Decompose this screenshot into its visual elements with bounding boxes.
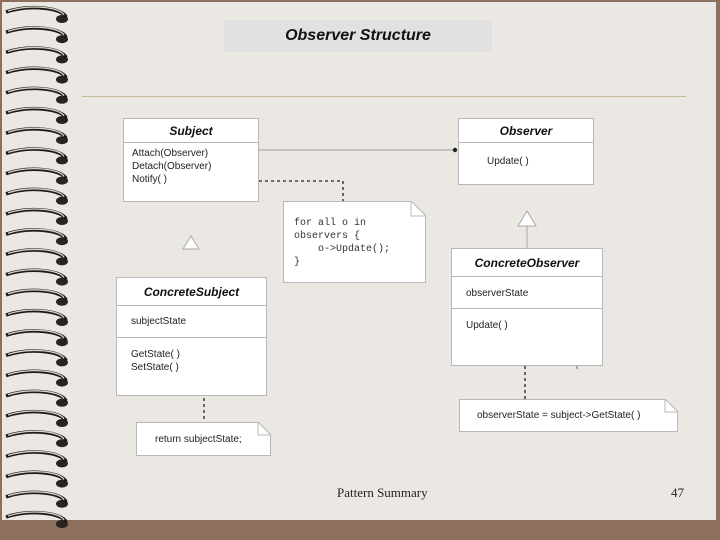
concrete-observer-class-name: ConcreteObserver xyxy=(452,249,602,277)
spiral-ring xyxy=(5,308,68,326)
update-code: observerState = subject->GetState( ) xyxy=(477,410,641,421)
getstate-code-note: return subjectState; xyxy=(136,422,271,456)
getstate-code: return subjectState; xyxy=(155,434,242,445)
operation: Update( ) xyxy=(487,156,529,167)
code-line: o->Update(); xyxy=(294,244,391,255)
operation: Update( ) xyxy=(466,320,508,331)
spiral-ring xyxy=(5,86,68,104)
note-fold xyxy=(664,399,678,413)
spiral-ring xyxy=(5,248,68,266)
concrete-observer-attributes: observerState xyxy=(452,277,602,309)
spiral-ring xyxy=(5,369,68,387)
update-code-note: observerState = subject->GetState( ) xyxy=(459,399,678,432)
subject-class: Subject Attach(Observer) Detach(Observer… xyxy=(123,118,259,202)
spiral-ring xyxy=(5,490,68,508)
spiral-ring xyxy=(5,268,68,286)
spiral-ring xyxy=(5,510,68,528)
note-fold xyxy=(410,201,426,217)
title-rule xyxy=(82,96,686,97)
observer-class-name: Observer xyxy=(459,119,593,143)
concrete-observer-class: ConcreteObserver observerState Update( ) xyxy=(451,248,603,366)
concrete-subject-class: ConcreteSubject subjectState GetState( )… xyxy=(116,277,267,396)
spiral-ring xyxy=(5,187,68,205)
code-line: observers { xyxy=(294,231,361,242)
observer-inheritance-arrow xyxy=(517,210,537,227)
subject-inheritance-arrow xyxy=(182,235,200,250)
concrete-subject-operations: GetState( ) SetState( ) xyxy=(117,338,266,377)
spiral-ring xyxy=(5,389,68,407)
spiral-ring xyxy=(5,329,68,347)
notify-code-note: for all o in observers { o->Update();} xyxy=(283,201,426,283)
note-fold xyxy=(257,422,271,436)
notify-code: for all o in observers { o->Update();} xyxy=(294,217,390,269)
spiral-ring xyxy=(5,147,68,165)
concrete-subject-class-name: ConcreteSubject xyxy=(117,278,266,306)
spiral-ring xyxy=(5,228,68,246)
spiral-ring xyxy=(5,106,68,124)
footer-text: Pattern Summary xyxy=(337,485,428,500)
code-line: for all o in xyxy=(294,218,367,229)
attribute: subjectState xyxy=(131,316,187,327)
spiral-ring xyxy=(5,470,68,488)
spiral-ring xyxy=(5,66,68,84)
operation: SetState( ) xyxy=(131,362,179,373)
operation: GetState( ) xyxy=(131,349,180,360)
spiral-ring xyxy=(5,26,68,44)
spiral-ring xyxy=(5,288,68,306)
spiral-ring xyxy=(5,430,68,448)
concrete-subject-attributes: subjectState xyxy=(117,306,266,338)
page-number: 47 xyxy=(671,485,684,500)
spiral-binding xyxy=(5,5,68,528)
spiral-ring xyxy=(5,5,68,23)
observer-class: Observer Update( ) xyxy=(458,118,594,185)
operation: Attach(Observer) xyxy=(132,148,209,159)
spiral-ring xyxy=(5,450,68,468)
concrete-observer-operations: Update( ) xyxy=(452,309,602,335)
observer-operations: Update( ) xyxy=(459,143,593,171)
spiral-ring xyxy=(5,207,68,225)
spiral-ring xyxy=(5,167,68,185)
code-line: } xyxy=(294,257,301,268)
association-end-dot xyxy=(452,147,458,153)
operation: Notify( ) xyxy=(132,174,167,185)
spiral-ring xyxy=(5,409,68,427)
attribute: observerState xyxy=(466,288,529,299)
slide-title: Observer Structure xyxy=(285,27,431,44)
subject-operations: Attach(Observer) Detach(Observer) Notify… xyxy=(124,143,258,189)
spiral-ring xyxy=(5,349,68,367)
title-box: Observer Structure xyxy=(224,20,492,52)
operation: Detach(Observer) xyxy=(132,161,212,172)
subject-class-name: Subject xyxy=(124,119,258,143)
spiral-ring xyxy=(5,127,68,145)
spiral-ring xyxy=(5,46,68,64)
